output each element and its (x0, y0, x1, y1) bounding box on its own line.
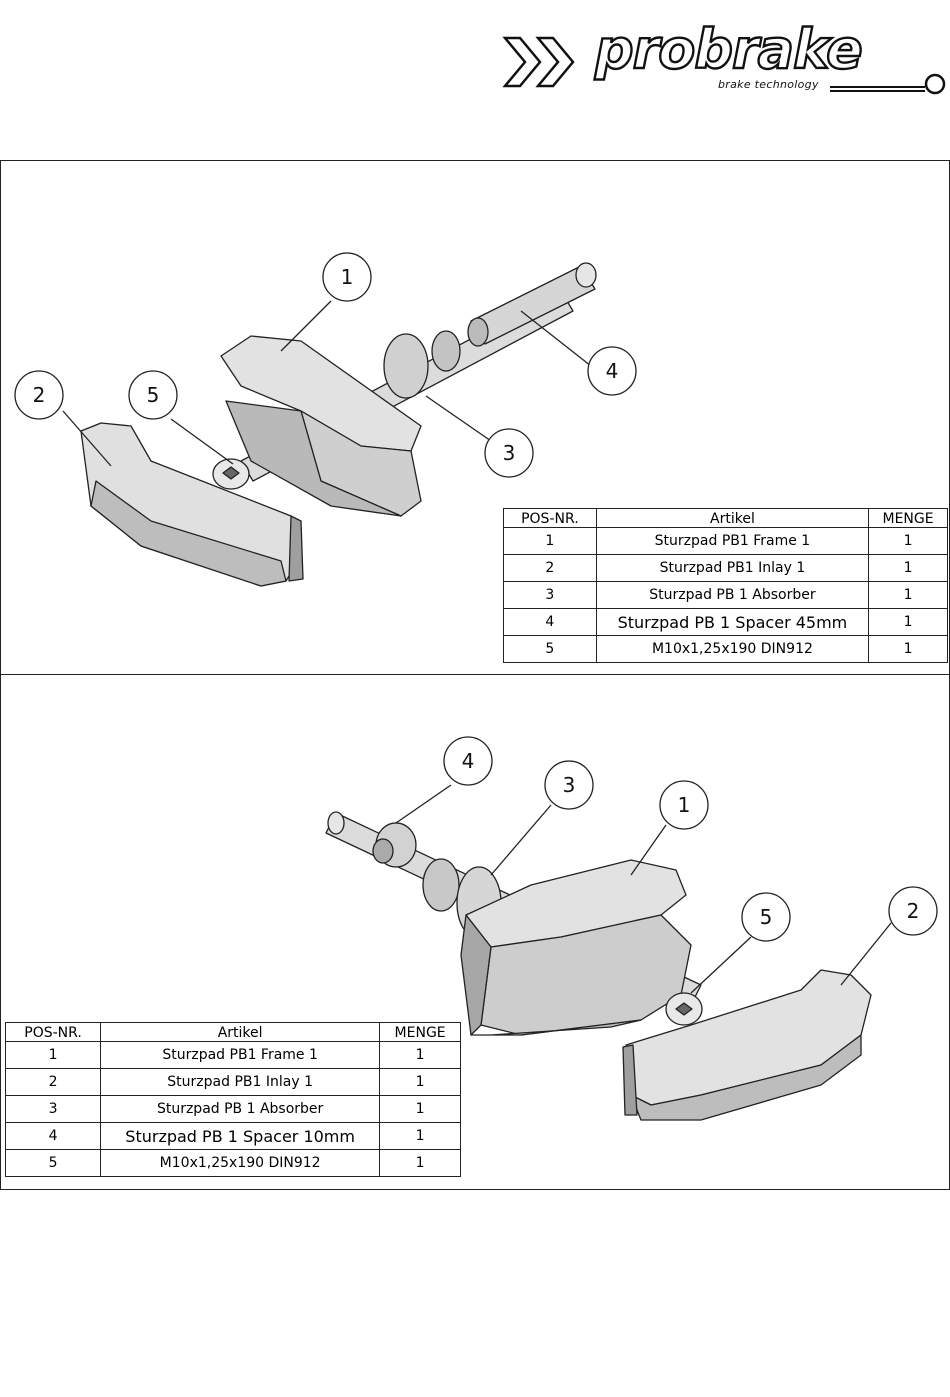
column-header: MENGE (868, 508, 948, 528)
callout-label: 1 (678, 793, 691, 817)
table-row: 2 Sturzpad PB1 Inlay 1 1 (4, 1068, 461, 1096)
callout-markers-2 (443, 736, 938, 942)
pos-cell: 1 (503, 527, 597, 555)
callout-label: 3 (563, 773, 576, 797)
column-header: MENGE (379, 1022, 461, 1042)
article-cell: Sturzpad PB 1 Absorber (595, 581, 870, 609)
article-cell: M10x1,25x190 DIN912 (595, 635, 870, 663)
table-row: 4 Sturzpad PB 1 Spacer 10mm 1 (4, 1122, 461, 1150)
qty-cell: 1 (379, 1149, 461, 1177)
exploded-drawing-2: 4 3 1 5 2 (325, 736, 938, 1121)
parts-list-table-1: POS-NR. Artikel MENGE 1 Sturzpad PB1 Fra… (503, 508, 948, 663)
article-cell: Sturzpad PB 1 Absorber (100, 1095, 381, 1123)
table-row: 2 Sturzpad PB1 Inlay 1 1 (503, 554, 948, 582)
pos-cell: 2 (503, 554, 597, 582)
parts-list-table-2: POS-NR. Artikel MENGE 1 Sturzpad PB1 Fra… (4, 1022, 461, 1177)
article-cell: Sturzpad PB1 Frame 1 (100, 1041, 381, 1069)
callout-label: 1 (341, 265, 354, 289)
pos-cell: 3 (503, 581, 597, 609)
qty-cell: 1 (868, 635, 948, 663)
brand-name: probrake (594, 17, 864, 82)
pos-cell: 4 (503, 608, 597, 636)
table-row: 3 Sturzpad PB 1 Absorber 1 (4, 1095, 461, 1123)
table-header-row: POS-NR. Artikel MENGE (4, 1022, 461, 1042)
table-row: 1 Sturzpad PB1 Frame 1 1 (503, 527, 948, 555)
article-cell: Sturzpad PB 1 Spacer 10mm (100, 1122, 381, 1150)
qty-cell: 1 (379, 1041, 461, 1069)
column-header: Artikel (100, 1022, 381, 1042)
callout-markers-1 (14, 252, 637, 478)
table-row: 5 M10x1,25x190 DIN912 1 (4, 1149, 461, 1177)
pos-cell: 3 (4, 1095, 102, 1123)
brand-tagline: brake technology (718, 78, 819, 91)
callout-label: 4 (462, 749, 475, 773)
double-chevron-icon (502, 36, 575, 88)
table-row: 1 Sturzpad PB1 Frame 1 1 (4, 1041, 461, 1069)
pos-cell: 5 (503, 635, 597, 663)
article-cell: Sturzpad PB1 Frame 1 (595, 527, 870, 555)
qty-cell: 1 (868, 527, 948, 555)
column-header: Artikel (595, 508, 870, 528)
article-cell: Sturzpad PB1 Inlay 1 (595, 554, 870, 582)
column-header: POS-NR. (4, 1022, 102, 1042)
qty-cell: 1 (379, 1122, 461, 1150)
qty-cell: 1 (868, 581, 948, 609)
article-cell: Sturzpad PB 1 Spacer 45mm (595, 608, 870, 636)
probrake-logo: probrake brake technology (500, 17, 950, 102)
callout-label: 3 (503, 441, 516, 465)
table-header-row: POS-NR. Artikel MENGE (503, 508, 948, 528)
pos-cell: 4 (4, 1122, 102, 1150)
table-row: 5 M10x1,25x190 DIN912 1 (503, 635, 948, 663)
callout-label: 5 (760, 905, 773, 929)
exploded-drawing-1: 1 2 3 4 5 (14, 252, 637, 587)
callout-label: 2 (33, 383, 46, 407)
pos-cell: 5 (4, 1149, 102, 1177)
pos-cell: 2 (4, 1068, 102, 1096)
qty-cell: 1 (379, 1095, 461, 1123)
pos-cell: 1 (4, 1041, 102, 1069)
column-header: POS-NR. (503, 508, 597, 528)
article-cell: Sturzpad PB1 Inlay 1 (100, 1068, 381, 1096)
callout-label: 5 (147, 383, 160, 407)
qty-cell: 1 (379, 1068, 461, 1096)
callout-label: 4 (606, 359, 619, 383)
qty-cell: 1 (868, 608, 948, 636)
brake-line-icon (830, 73, 946, 95)
table-row: 3 Sturzpad PB 1 Absorber 1 (503, 581, 948, 609)
article-cell: M10x1,25x190 DIN912 (100, 1149, 381, 1177)
table-row: 4 Sturzpad PB 1 Spacer 45mm 1 (503, 608, 948, 636)
qty-cell: 1 (868, 554, 948, 582)
callout-label: 2 (907, 899, 920, 923)
